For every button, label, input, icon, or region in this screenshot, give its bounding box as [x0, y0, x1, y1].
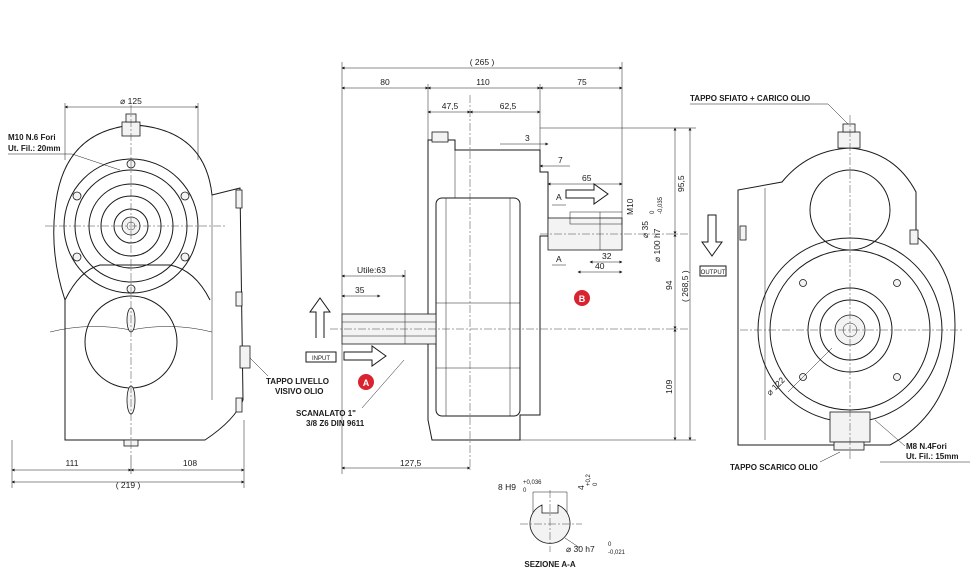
output-label: OUTPUT	[701, 270, 726, 276]
rear-bolt-note-line1: M8 N.4Fori	[906, 442, 947, 451]
section-key-width-tol-bot: 0	[523, 488, 527, 494]
side-dim-3: 3	[525, 133, 530, 143]
input-up-arrow	[309, 297, 331, 338]
side-dim-65: 65	[582, 173, 592, 183]
side-housing-outline	[427, 139, 549, 441]
marker-b	[574, 290, 590, 306]
section-key-width: 8 H9	[498, 482, 516, 492]
side-dim-35-input: 35	[355, 285, 365, 295]
output-down-arrow	[701, 214, 723, 257]
side-dim-32: 32	[602, 251, 612, 261]
marker-a-label: A	[363, 378, 370, 388]
side-dim-100h7-tol-top: 0	[650, 210, 656, 214]
rear-housing-outline	[737, 147, 956, 446]
side-dim-100h7-tol-bot: -0,035	[658, 196, 664, 214]
drain-plug-label: TAPPO SCARICO OLIO	[730, 463, 818, 472]
section-key-width-tol-top: +0,036	[523, 480, 542, 486]
side-dim-265: ( 265 )	[470, 57, 495, 67]
output-right-arrow	[565, 183, 609, 205]
front-bolt-note-line2: Ut. Fil.: 20mm	[8, 144, 60, 153]
front-bolt-note-line1: M10 N.6 Fori	[8, 133, 56, 142]
section-marker-top: A	[556, 192, 562, 202]
breather-label: TAPPO SFIATO + CARICO OLIO	[690, 94, 810, 103]
side-dim-75: 75	[577, 77, 587, 87]
side-dim-35-shaft: ⌀ 35	[640, 221, 650, 238]
section-key-depth: 4	[576, 485, 586, 490]
side-dim-109: 109	[664, 380, 674, 394]
side-dim-127-5: 127,5	[400, 458, 422, 468]
marker-b-label: B	[579, 294, 586, 304]
front-dia-125-label: ⌀ 125	[120, 96, 142, 106]
marker-a	[358, 374, 374, 390]
level-plug-label-line1: TAPPO LIVELLO	[266, 377, 329, 386]
side-view: ( 265 ) 80 110 75 47,5 62,5 3 7 65 M10 ⌀…	[296, 57, 727, 474]
side-dim-40: 40	[595, 261, 605, 271]
spline-label-line2: 3/8 Z6 DIN 9611	[306, 419, 365, 428]
section-shaft-tol-top: 0	[608, 542, 612, 548]
side-dim-62-5: 62,5	[500, 101, 517, 111]
input-right-arrow	[343, 345, 387, 367]
side-dim-95-5: 95,5	[676, 175, 686, 192]
side-dim-80: 80	[380, 77, 390, 87]
input-label: INPUT	[312, 356, 330, 362]
rear-bolt-holes	[799, 279, 901, 381]
section-title: SEZIONE A-A	[524, 560, 575, 569]
section-key-depth-tol-top: +0,2	[586, 473, 592, 486]
section-shaft-tol-bot: -0,021	[608, 550, 626, 556]
level-plug-label-line2: VISIVO OLIO	[275, 387, 323, 396]
rear-view: ⌀ 122 TAPPO SFIATO + CARICO OLIO M8 N.4F…	[690, 94, 970, 472]
front-view: ⌀ 125 M10 N.6 Fori Ut. Fil.: 20mm 111 10…	[8, 96, 329, 490]
side-dim-m10: M10	[625, 198, 635, 215]
front-dim-219: ( 219 )	[116, 480, 141, 490]
front-dim-111: 111	[66, 458, 79, 468]
side-dim-110: 110	[476, 77, 490, 87]
spline-label-line1: SCANALATO 1"	[296, 409, 356, 418]
side-utile-63: Utile:63	[357, 265, 386, 275]
section-key-depth-tol-bot: 0	[593, 482, 599, 486]
side-dim-94: 94	[664, 280, 674, 290]
side-dim-268-5: ( 268,5 )	[680, 270, 690, 302]
section-marker-bottom: A	[556, 254, 562, 264]
front-flange-upper	[64, 264, 211, 301]
rear-bolt-note-line2: Ut. Fil.: 15mm	[906, 452, 958, 461]
front-dim-108: 108	[183, 458, 197, 468]
section-a-a: 8 H9 +0,036 0 4 +0,2 0 ⌀ 30 h7 0 -0,021 …	[498, 473, 626, 569]
side-dim-100h7: ⌀ 100 h7	[652, 228, 662, 262]
side-dim-47-5: 47,5	[442, 101, 459, 111]
side-dim-7: 7	[558, 155, 563, 165]
section-shaft-dia: ⌀ 30 h7	[566, 544, 595, 554]
